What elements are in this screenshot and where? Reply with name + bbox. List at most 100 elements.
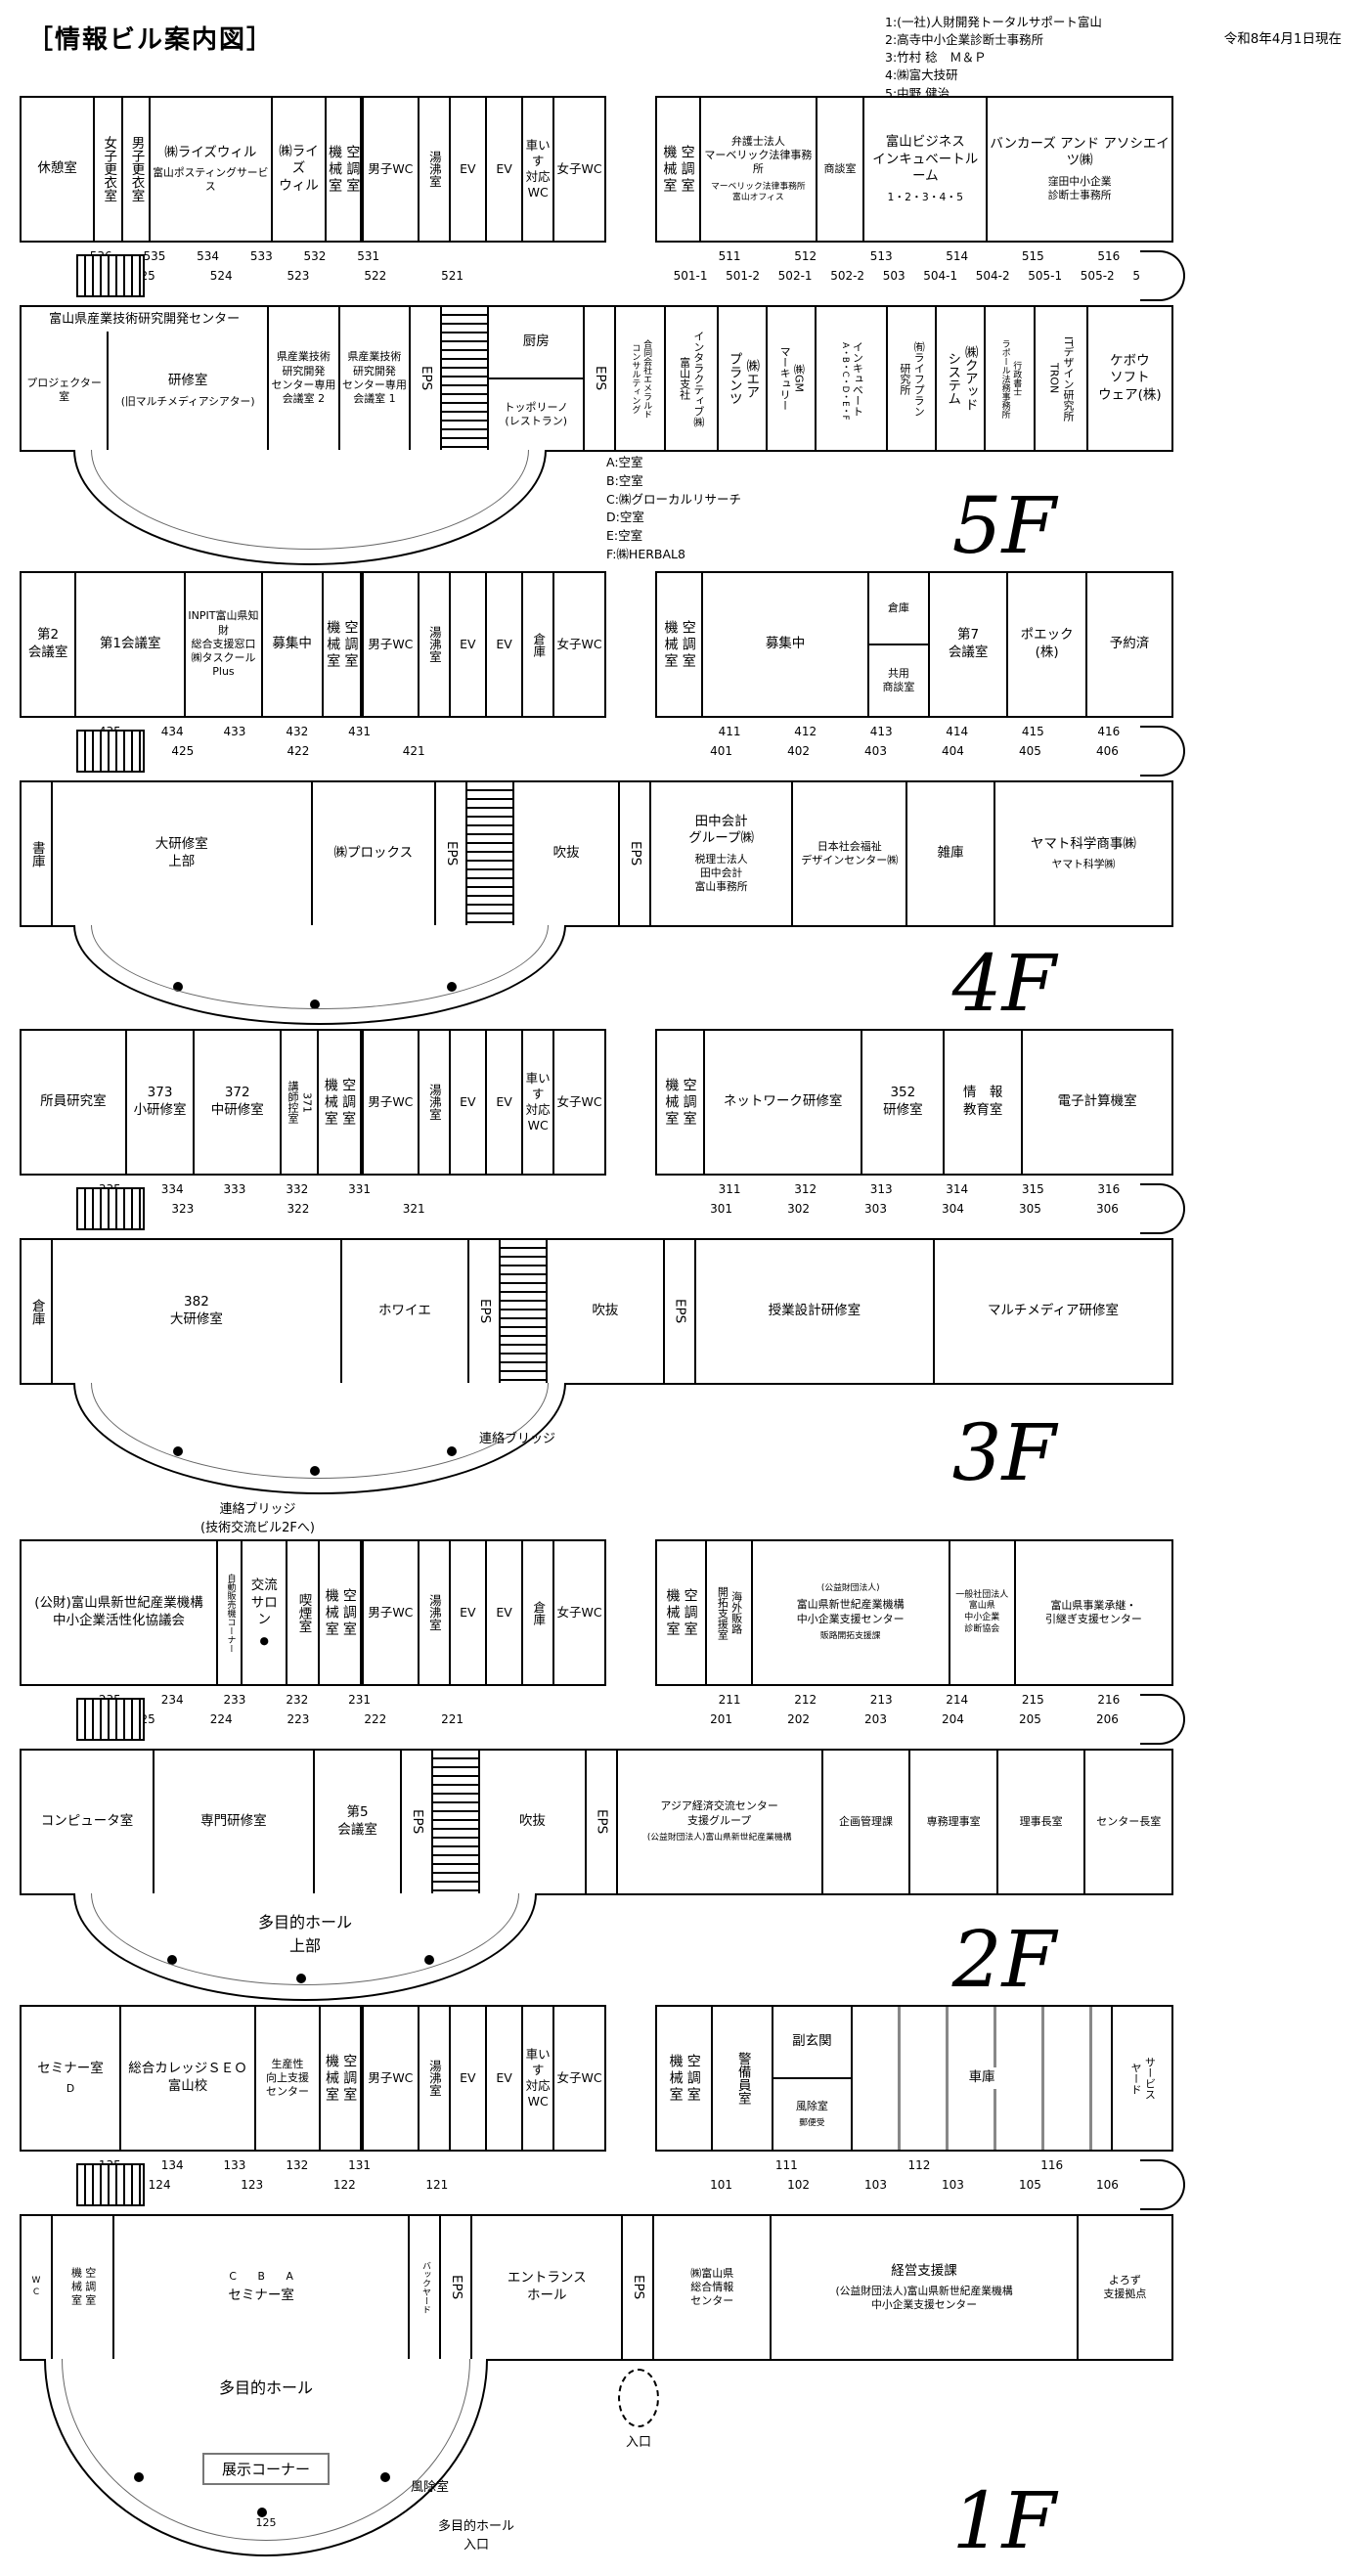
column-dot: [173, 1445, 183, 1456]
room-number: 402: [787, 744, 810, 758]
room: ITデザイン研究所 TRON: [1033, 305, 1088, 452]
corridor-end-balcony: [1140, 2159, 1185, 2210]
entrance-hall: エントランス ホール: [470, 2214, 624, 2361]
note-text: 連絡ブリッジ: [479, 1432, 556, 1446]
room-number: 221: [441, 1712, 464, 1726]
right-wing: 機械室 空調室募集中倉庫共用 商談室第7 会議室ポエック (株)予約済: [655, 571, 1174, 718]
room: 日本社会福祉 デザインセンター㈱: [791, 780, 908, 927]
corridor: 2352342332322312112122132142152162252242…: [20, 1686, 1185, 1749]
room-number: 305: [1019, 1202, 1041, 1216]
room-label: 自動販売機コーナー: [225, 1573, 236, 1653]
room: 弁護士法人 マーベリック法律事務所マーベリック法律事務所 富山オフィス: [698, 96, 817, 243]
upper-number-row: 135134133132131111112116: [20, 2155, 1173, 2175]
room-number: 302: [787, 1202, 810, 1216]
exhibit-corner-label: 展示コーナー: [201, 2453, 331, 2485]
room: ㈲ライフプラン 研究所: [885, 305, 938, 452]
garage: 車庫: [850, 2005, 1114, 2152]
eps-shaft: EPS: [409, 305, 443, 452]
eps-shaft: EPS: [439, 2214, 473, 2361]
right-wing: 機械室 空調室警備員室副玄関風除室郵便受車庫サービス ヤード: [655, 2005, 1173, 2152]
room: 県産業技術 研究開発 センター専用 会議室 1: [337, 305, 412, 452]
room-label: プロジェクター室: [26, 377, 102, 404]
room: EV: [484, 2005, 524, 2152]
room: ヤマト科学商事㈱ヤマト科学㈱: [993, 780, 1173, 927]
room: 373 小研修室: [124, 1029, 196, 1176]
machine-room: 機械室 空調室: [319, 2005, 362, 2152]
room-label: 倉庫: [28, 1298, 45, 1325]
room: 交流 サロン●: [241, 1539, 288, 1686]
room-number: 515: [1021, 249, 1044, 263]
room-number: 504-2: [975, 269, 1010, 283]
room: 湯沸室: [417, 96, 451, 243]
room-sublabel: (公益財団法人)富山県新世紀産業機構: [646, 1833, 792, 1843]
room: 男子WC: [362, 1029, 420, 1176]
room: 372 中研修室: [193, 1029, 283, 1176]
room-label: 富山ビジネス インキュベートルーム: [872, 134, 979, 185]
machine-room: 機械室 空調室: [655, 1539, 707, 1686]
room: ㈱ライズウィル富山ポスティングサービス: [148, 96, 273, 243]
room-label: バックヤード: [420, 2261, 431, 2314]
floor-label: 1F: [951, 2475, 1056, 2566]
room-label: 雑庫: [937, 845, 964, 862]
column-dot: [295, 1974, 306, 1984]
room-label: 第2 会議室: [27, 627, 68, 660]
room-number: 523: [287, 269, 310, 283]
room: コンピュータ室: [20, 1749, 155, 1895]
room: 電子計算機室: [1021, 1029, 1173, 1176]
room: 大研修室 上部: [51, 780, 313, 927]
room-label: INPIT富山県知財 総合支援窓口 ㈱タスクールPlus: [188, 609, 259, 679]
wc: W C: [20, 2214, 53, 2361]
room: EV: [484, 96, 524, 243]
elevator-hall: [606, 571, 655, 718]
room-number: 501-1: [673, 269, 708, 283]
room-label: 企画管理課: [839, 1814, 894, 1828]
room-label: 機械室 空調室: [324, 2053, 358, 2104]
machine-room: 機械室 空調室: [655, 571, 704, 718]
legend-item: 3:竹村 稔 Ｍ＆Ｐ: [885, 50, 987, 66]
room: 風除室郵便受: [773, 2079, 851, 2150]
room: ㈱富山県 総合情報 センター: [652, 2214, 773, 2361]
atrium: 吹抜: [512, 780, 621, 927]
room: 男子WC: [362, 571, 420, 718]
room: 第7 会議室: [927, 571, 1009, 718]
room-sublabel: (公益財団法人)富山県新世紀産業機構 中小企業支援センター: [835, 2285, 1013, 2312]
room: 授業設計研修室: [693, 1238, 935, 1385]
room-label: EPS: [593, 366, 609, 391]
room: 352 研修室: [861, 1029, 946, 1176]
room-label: 共用 商談室: [882, 666, 915, 693]
room-sublabel: 1・2・3・4・5: [887, 190, 964, 203]
room-label: EV: [460, 160, 476, 176]
room-number: 103: [942, 2178, 964, 2192]
room-label: EV: [496, 1093, 512, 1109]
floor-label: 4F: [951, 938, 1056, 1029]
room-label: 富山県産業技術研究開発センター: [49, 312, 241, 327]
room-number: 211: [718, 1693, 741, 1707]
room-number: 134: [160, 2158, 184, 2172]
room-number: 503: [882, 269, 905, 283]
room-label: 専務理事室: [926, 1814, 981, 1828]
room-number: 112: [907, 2158, 931, 2172]
room: 371 講師控室: [280, 1029, 319, 1176]
room: (公財)富山県新世紀産業機構 中小企業活性化協議会: [20, 1539, 218, 1686]
room-number: 131: [348, 2158, 372, 2172]
room: プロジェクター室: [22, 331, 110, 450]
room-sublabel: ●: [259, 1633, 269, 1647]
room: ㈱プロックス: [310, 780, 437, 927]
elevator-hall: [606, 96, 655, 243]
hall-curve: [73, 450, 547, 565]
room: ネットワーク研修室: [702, 1029, 863, 1176]
side-staircase: [76, 730, 145, 773]
room-number: 434: [160, 725, 184, 738]
corridor-numbers: 536535534533532531: [59, 249, 411, 263]
legend-item: 4:㈱富大技研: [885, 67, 958, 83]
room: 所員研究室: [20, 1029, 127, 1176]
room-number: 214: [946, 1693, 969, 1707]
room-label: 田中会計 グループ㈱: [688, 813, 754, 847]
room-number: 204: [942, 1712, 964, 1726]
elevator-hall: [606, 2005, 655, 2152]
room-label: 機械室 空調室: [322, 1077, 357, 1128]
room-number: 331: [348, 1182, 372, 1196]
